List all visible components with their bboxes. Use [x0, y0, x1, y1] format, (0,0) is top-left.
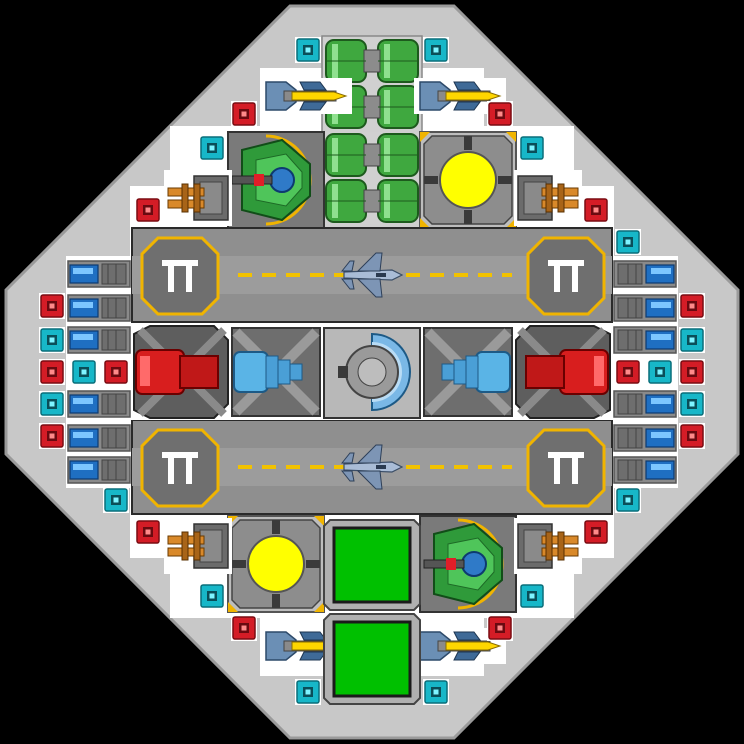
missile-icon[interactable] — [259, 77, 353, 115]
engine-pod-icon[interactable] — [67, 390, 131, 418]
cyan-node-icon[interactable] — [422, 36, 450, 64]
cyan-node-icon[interactable] — [294, 36, 322, 64]
engine-pod-icon[interactable] — [67, 294, 131, 322]
red-node-icon[interactable] — [230, 100, 258, 128]
cyan-node-icon[interactable] — [518, 582, 546, 610]
cyan-node-icon[interactable] — [678, 326, 706, 354]
engine-pod-icon[interactable] — [613, 326, 677, 354]
engine-pod-icon[interactable] — [67, 326, 131, 354]
reactor-icon[interactable] — [419, 131, 517, 229]
runway-bottom — [131, 419, 613, 515]
red-node-icon[interactable] — [230, 614, 258, 642]
turret-icon[interactable] — [418, 514, 518, 614]
red-node-icon[interactable] — [134, 518, 162, 546]
cyan-node-icon[interactable] — [38, 326, 66, 354]
red-node-icon[interactable] — [134, 196, 162, 224]
landing-pad-icon[interactable] — [140, 236, 220, 316]
red-node-icon[interactable] — [582, 518, 610, 546]
cyan-node-icon[interactable] — [198, 134, 226, 162]
cyan-node-icon[interactable] — [294, 678, 322, 706]
engine-pod-icon[interactable] — [613, 456, 677, 484]
cyan-node-icon[interactable] — [70, 358, 98, 386]
red-node-icon[interactable] — [614, 358, 642, 386]
cannon-icon[interactable] — [163, 517, 233, 575]
red-node-icon[interactable] — [582, 196, 610, 224]
thruster-icon[interactable] — [133, 325, 229, 419]
cyan-node-icon[interactable] — [678, 390, 706, 418]
turret-icon[interactable] — [226, 130, 326, 230]
engine-pod-icon[interactable] — [67, 260, 131, 288]
engine-pod-icon[interactable] — [613, 260, 677, 288]
core-icon[interactable] — [323, 327, 421, 419]
red-node-icon[interactable] — [678, 422, 706, 450]
thruster-icon[interactable] — [515, 325, 611, 419]
red-node-icon[interactable] — [38, 292, 66, 320]
engine-pod-icon[interactable] — [613, 424, 677, 452]
fuel-tank-icon — [323, 177, 421, 225]
engine-pod-icon[interactable] — [67, 456, 131, 484]
landing-pad-icon[interactable] — [526, 428, 606, 508]
red-node-icon[interactable] — [38, 358, 66, 386]
engine-pod-icon[interactable] — [613, 390, 677, 418]
red-node-icon[interactable] — [38, 422, 66, 450]
hangar-icon[interactable] — [323, 613, 421, 705]
red-node-icon[interactable] — [486, 100, 514, 128]
cyan-node-icon[interactable] — [102, 486, 130, 514]
engine-icon[interactable] — [231, 327, 321, 417]
cannon-icon[interactable] — [513, 517, 583, 575]
hangar-icon[interactable] — [323, 519, 421, 611]
cyan-node-icon[interactable] — [614, 228, 642, 256]
fuel-tank-column — [321, 35, 423, 229]
red-node-icon[interactable] — [102, 358, 130, 386]
cyan-node-icon[interactable] — [38, 390, 66, 418]
red-node-icon[interactable] — [678, 292, 706, 320]
landing-pad-icon[interactable] — [140, 428, 220, 508]
cyan-node-icon[interactable] — [518, 134, 546, 162]
fuel-tank-icon — [323, 37, 421, 85]
cannon-icon[interactable] — [163, 169, 233, 227]
runway-top — [131, 227, 613, 323]
engine-band — [130, 324, 614, 420]
cyan-node-icon[interactable] — [614, 486, 642, 514]
engine-icon[interactable] — [423, 327, 513, 417]
engine-pod-icon[interactable] — [613, 294, 677, 322]
engine-pod-icon[interactable] — [67, 424, 131, 452]
cyan-node-icon[interactable] — [646, 358, 674, 386]
fuel-tank-icon — [323, 131, 421, 179]
cyan-node-icon[interactable] — [198, 582, 226, 610]
red-node-icon[interactable] — [486, 614, 514, 642]
reactor-icon[interactable] — [227, 515, 325, 613]
red-node-icon[interactable] — [678, 358, 706, 386]
landing-pad-icon[interactable] — [526, 236, 606, 316]
cannon-icon[interactable] — [513, 169, 583, 227]
cyan-node-icon[interactable] — [422, 678, 450, 706]
